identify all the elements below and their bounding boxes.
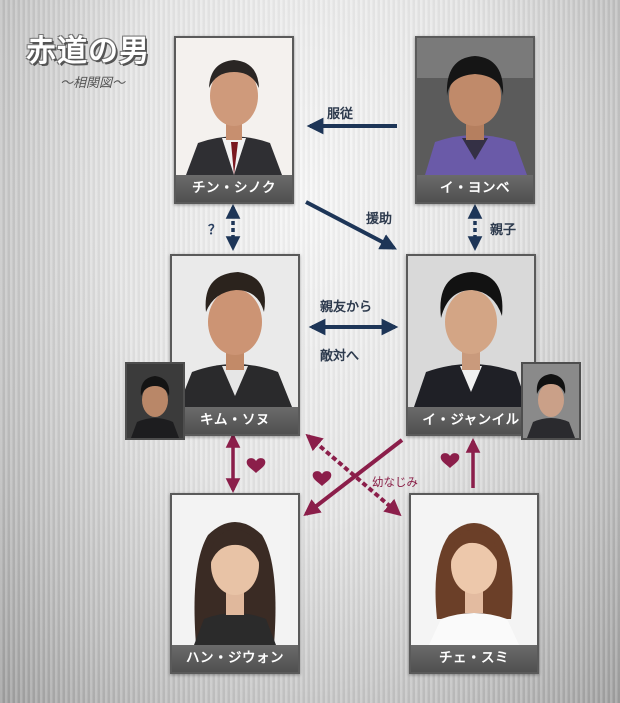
label-parent-child: 親子 [490, 223, 517, 238]
character-name: イ・ヨンベ [417, 175, 533, 202]
character-card-lee-jangil[interactable]: イ・ジャンイル [406, 254, 536, 436]
label-friend-line2: 敵対へ [320, 349, 360, 364]
character-name: イ・ジャンイル [408, 407, 534, 434]
character-name: チェ・スミ [411, 645, 537, 672]
character-card-lee-yongbe[interactable]: イ・ヨンベ [415, 36, 535, 204]
label-friend-line1: 親友から [320, 300, 373, 315]
heart-icon [312, 471, 332, 486]
character-card-che-sumi[interactable]: チェ・スミ [409, 493, 539, 674]
character-card-kim-sonu[interactable]: キム・ソヌ [170, 254, 300, 436]
portrait-photo [172, 495, 298, 645]
label-aid: 援助 [366, 212, 393, 227]
portrait-photo [417, 38, 533, 175]
heart-icon [246, 458, 266, 473]
young-lee-jangil-thumbnail[interactable] [521, 362, 581, 440]
portrait-photo [176, 38, 292, 175]
character-name: チン・シノク [176, 175, 292, 202]
heart-icon [440, 453, 460, 468]
diagram-title: 赤道の男 〜相関図〜 [26, 26, 176, 96]
character-card-jin-shinok[interactable]: チン・シノク [174, 36, 294, 204]
portrait-photo [172, 256, 298, 407]
title-subtitle: 〜相関図〜 [60, 76, 126, 91]
character-card-han-jiwon[interactable]: ハン・ジウォン [170, 493, 300, 674]
label-childhood: 幼なじみ [372, 475, 418, 489]
title-main: 赤道の男 [26, 34, 150, 69]
portrait-photo [411, 495, 537, 645]
label-obey: 服従 [327, 107, 354, 122]
character-name: キム・ソヌ [172, 407, 298, 434]
portrait-photo [408, 256, 534, 407]
label-unknown: ？ [208, 223, 222, 238]
young-kim-sonu-thumbnail[interactable] [125, 362, 185, 440]
character-name: ハン・ジウォン [172, 645, 298, 672]
